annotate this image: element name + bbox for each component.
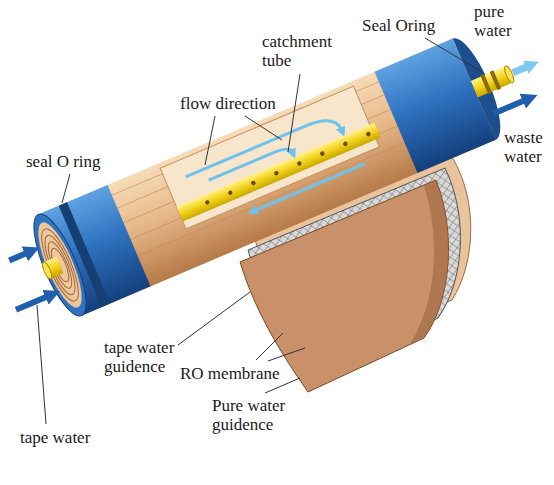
leader-line: [62, 174, 70, 203]
tape-water-arrow: [9, 252, 28, 260]
spiral-wraps: [35, 225, 86, 305]
part-label: catchment tube: [262, 32, 346, 70]
part-label: Pure water guidence: [212, 396, 296, 434]
tube-holes: [204, 131, 371, 205]
leader-line: [268, 348, 305, 361]
leader-line: [178, 292, 250, 345]
o-ring: [490, 70, 501, 90]
leader-line: [37, 305, 46, 424]
part-label: tape water guidence: [104, 338, 186, 376]
leader-line: [245, 116, 282, 140]
leader-line: [425, 38, 482, 72]
leader-lines: [37, 38, 482, 424]
wrap-lines: [107, 80, 415, 273]
tape-water-arrow: [16, 296, 49, 310]
part-label: seal O ring: [26, 152, 136, 171]
tube-left-opening: [41, 261, 54, 280]
membrane-sheet-shade: [410, 180, 449, 344]
part-label: waste water: [504, 128, 552, 166]
part-label: RO membrane: [180, 364, 310, 383]
leader-line: [288, 74, 300, 152]
part-label: flow direction: [180, 94, 304, 113]
flow-arrow: [254, 164, 364, 211]
part-label: tape water: [20, 428, 130, 447]
part-label: Seal Oring: [362, 16, 472, 35]
flow-arrow: [209, 146, 293, 187]
leader-line: [256, 333, 283, 360]
o-ring: [480, 74, 491, 94]
right-cap: [374, 39, 495, 173]
membrane-cylinder: [0, 15, 551, 338]
leader-line: [205, 116, 215, 165]
flow-arrow: [186, 114, 342, 194]
pure-water-arrow: [513, 66, 530, 73]
waste-water-arrow: [493, 100, 526, 114]
part-label: pure water: [474, 2, 528, 40]
membrane-body: [39, 39, 496, 316]
